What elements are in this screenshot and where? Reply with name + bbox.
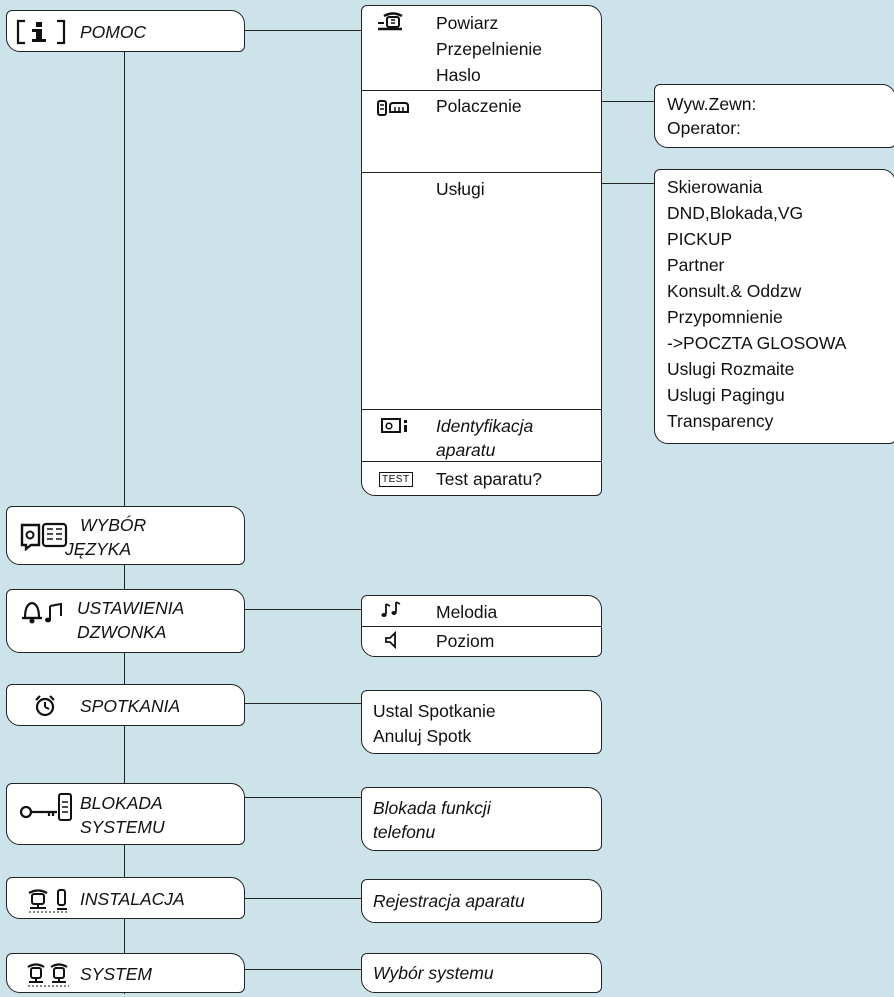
option-melodia[interactable]: Melodia [436, 602, 498, 622]
option-telefonu: telefonu [373, 822, 436, 842]
pomoc-item-test[interactable]: Test aparatu? [436, 469, 543, 489]
menu-spotkania[interactable]: SPOTKANIA [6, 684, 245, 726]
menu-label-dzwonka: DZWONKA [77, 622, 167, 642]
connector-spotkania [245, 703, 361, 704]
menu-label-blokada: BLOKADA [80, 793, 163, 813]
uslugi-options: Skierowania DND,Blokada,VG PICKUP Partne… [654, 169, 894, 444]
instalacja-option: Rejestracja aparatu [361, 879, 602, 923]
option-operator[interactable]: Operator: [667, 118, 741, 138]
option-konsult[interactable]: Konsult.& Oddzw [667, 281, 802, 301]
connector-dzwonek [245, 609, 361, 610]
divider [362, 461, 601, 462]
bell-music-icon [19, 598, 69, 626]
connector-uslugi [601, 183, 654, 184]
key-lock-icon [19, 790, 75, 824]
menu-instalacja[interactable]: INSTALACJA [6, 877, 245, 919]
option-pagingu[interactable]: Uslugi Pagingu [667, 385, 785, 405]
divider [362, 626, 601, 627]
phone-icon [376, 11, 406, 33]
option-poczta[interactable]: ->POCZTA GLOSOWA [667, 333, 847, 353]
option-partner[interactable]: Partner [667, 255, 725, 275]
system-option: Wybór systemu [361, 953, 602, 993]
option-poziom[interactable]: Poziom [436, 631, 495, 651]
menu-label-instalacja: INSTALACJA [80, 889, 185, 909]
id-card-icon [380, 417, 410, 435]
handset-icon [376, 98, 410, 118]
alarm-clock-icon [33, 694, 57, 718]
option-blokada-funkcji[interactable]: Blokada funkcji [373, 798, 491, 818]
pomoc-item-uslugi[interactable]: Usługi [436, 179, 485, 199]
connector-pomoc [245, 30, 361, 31]
menu-label-pomoc: POMOC [80, 22, 147, 42]
pomoc-item-identyfikacja[interactable]: Identyfikacja [436, 416, 534, 436]
menu-blokada-systemu[interactable]: BLOKADA SYSTEMU [6, 783, 245, 845]
menu-label-systemu: SYSTEMU [80, 817, 165, 837]
option-rejestracja[interactable]: Rejestracja aparatu [373, 891, 525, 911]
menu-label-jezyka: JĘZYKA [65, 539, 132, 559]
option-anuluj-spotk[interactable]: Anuluj Spotk [373, 726, 472, 746]
base-handset-icon [27, 886, 71, 914]
pomoc-item-przepelnienie[interactable]: Przepelnienie [436, 39, 543, 59]
option-rozmaite[interactable]: Uslugi Rozmaite [667, 359, 795, 379]
dzwonek-options: Melodia Poziom [361, 595, 602, 657]
pomoc-item-aparatu: aparatu [436, 440, 496, 460]
menu-label-wybor: WYBÓR [80, 515, 147, 535]
pomoc-submenu: Powiarz Przepelnienie Haslo Polaczenie U… [361, 5, 602, 496]
test-icon: TEST [379, 472, 413, 487]
language-icon [19, 521, 69, 551]
menu-label-ustawienia: USTAWIENIA [77, 598, 185, 618]
pomoc-item-haslo[interactable]: Haslo [436, 65, 481, 85]
speaker-icon [382, 630, 402, 650]
connector-blokada [245, 797, 361, 798]
option-pickup[interactable]: PICKUP [667, 229, 733, 249]
option-transparency[interactable]: Transparency [667, 411, 774, 431]
pomoc-item-polaczenie[interactable]: Polaczenie [436, 96, 522, 116]
base-stations-icon [27, 960, 71, 988]
blokada-option: Blokada funkcji telefonu [361, 787, 602, 851]
option-wybor-systemu[interactable]: Wybór systemu [373, 963, 494, 983]
menu-label-system: SYSTEM [80, 964, 152, 984]
info-icon [15, 19, 67, 45]
menu-label-spotkania: SPOTKANIA [80, 696, 181, 716]
connector-polaczenie [601, 101, 654, 102]
spotkania-options: Ustal Spotkanie Anuluj Spotk [361, 690, 602, 754]
menu-wybor-jezyka[interactable]: WYBÓR JĘZYKA [6, 506, 245, 565]
menu-pomoc[interactable]: POMOC [6, 10, 245, 52]
option-skierowania[interactable]: Skierowania [667, 177, 763, 197]
option-ustal-spotkanie[interactable]: Ustal Spotkanie [373, 701, 496, 721]
option-przypomnienie[interactable]: Przypomnienie [667, 307, 783, 327]
connector-system [245, 969, 361, 970]
option-wyw-zewn[interactable]: Wyw.Zewn: [667, 94, 757, 114]
pomoc-item-powiarz[interactable]: Powiarz [436, 13, 499, 33]
connector-instalacja [245, 898, 361, 899]
option-dnd[interactable]: DND,Blokada,VG [667, 203, 804, 223]
menu-ustawienia-dzwonka[interactable]: USTAWIENIA DZWONKA [6, 589, 245, 653]
music-notes-icon [380, 600, 402, 620]
menu-system[interactable]: SYSTEM [6, 953, 245, 993]
divider [362, 409, 601, 410]
divider [362, 90, 601, 91]
test-icon-frame: TEST [379, 472, 413, 487]
polaczenie-options: Wyw.Zewn: Operator: [654, 84, 894, 148]
divider [362, 172, 601, 173]
